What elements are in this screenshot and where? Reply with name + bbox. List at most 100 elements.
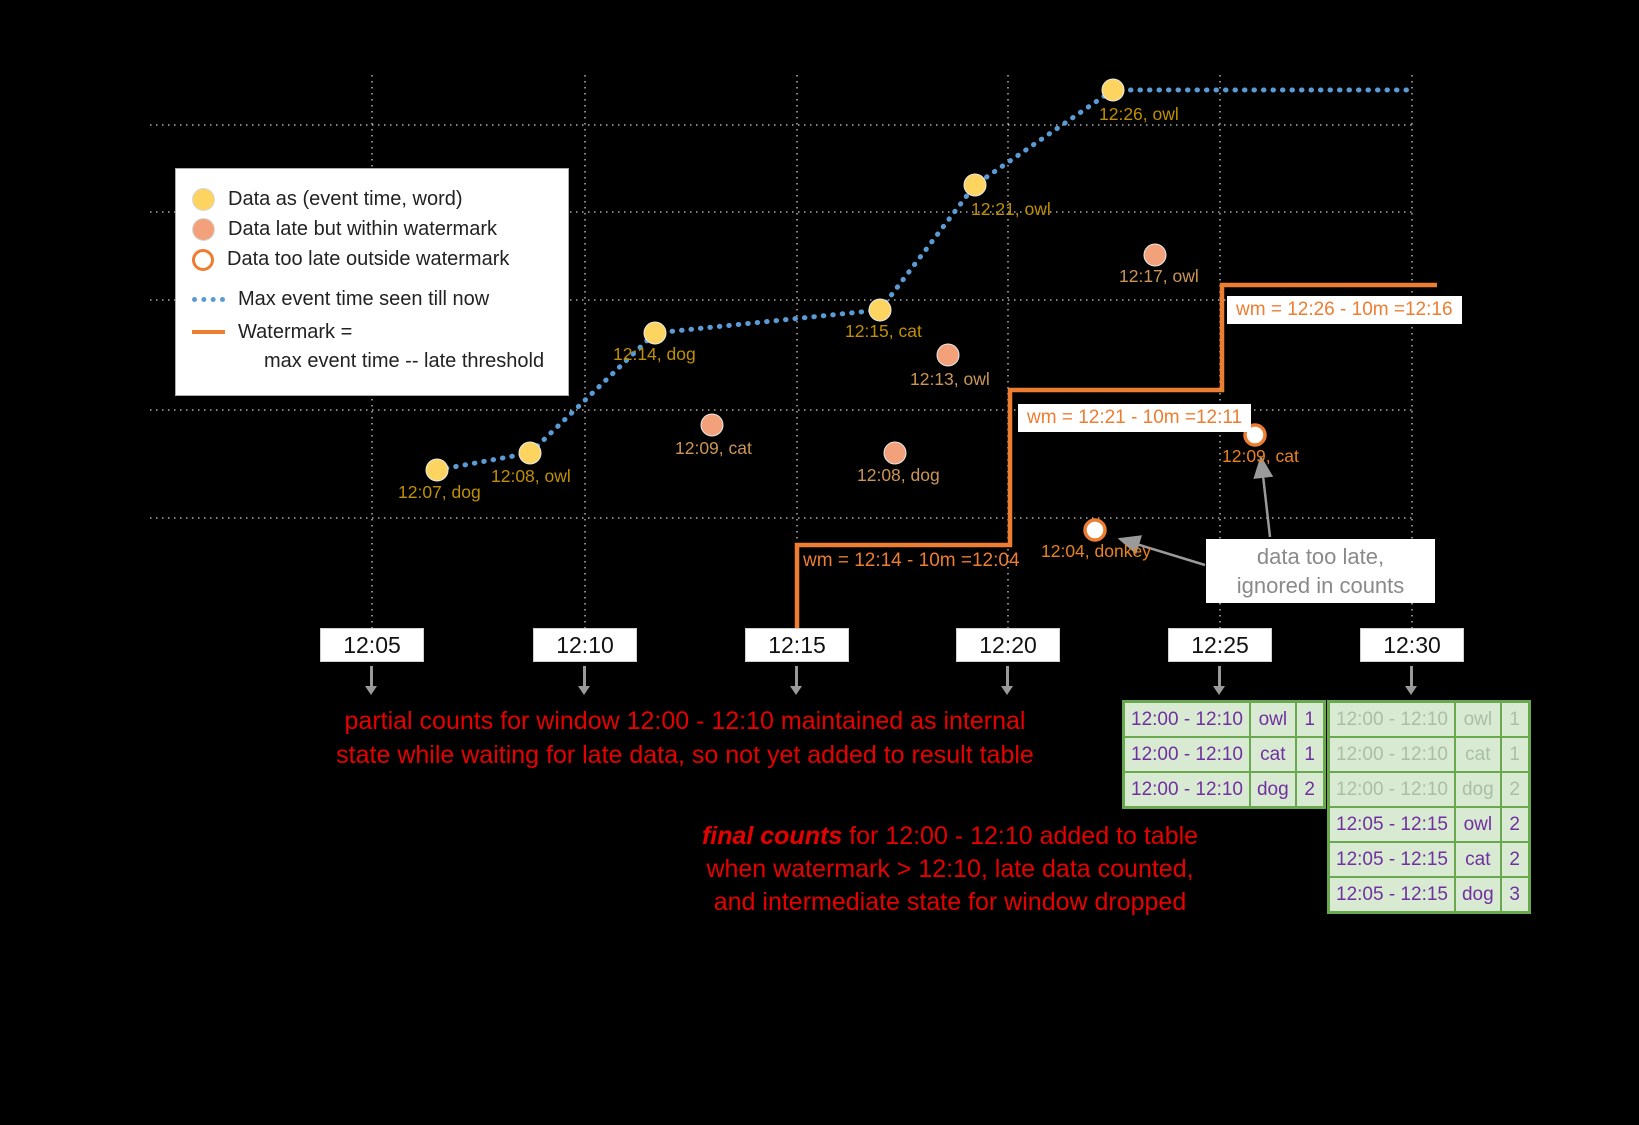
legend: Data as (event time, word) Data late but… (175, 168, 569, 396)
word-cell: cat (1453, 736, 1502, 773)
legend-label: Data late but within watermark (228, 218, 498, 240)
annotation-line: partial counts for window 12:00 - 12:10 … (344, 707, 1026, 735)
down-arrow-icon (578, 666, 590, 695)
too-late-point (1083, 518, 1107, 542)
point-label: 12:08, dog (857, 465, 940, 485)
point-label: 12:04, donkey (1041, 541, 1151, 561)
orange-line-icon (192, 330, 225, 334)
watermark-label-line2: max event time -- late threshold (264, 350, 545, 372)
word-cell: owl (1248, 700, 1297, 738)
on-time-point (963, 173, 987, 197)
note-arrow-to-donkey (1117, 535, 1206, 567)
down-arrow-icon (365, 666, 377, 695)
down-arrow-icon (1405, 666, 1417, 695)
time-label-12-10: 12:10 (533, 628, 637, 662)
count-cell: 1 (1499, 700, 1531, 738)
point-label: 12:14, dog (613, 344, 696, 364)
point-label: 12:17, owl (1119, 266, 1199, 286)
window-cell: 12:05 - 12:15 (1327, 876, 1456, 914)
watermark-label-line1: Watermark = (238, 321, 353, 343)
word-cell: dog (1453, 876, 1502, 914)
down-arrow-icon (1213, 666, 1225, 695)
final-counts-emphasis: final counts (701, 822, 843, 850)
word-cell: owl (1453, 806, 1502, 843)
table-row-faded: 12:00 - 12:10 cat 1 (1327, 736, 1531, 773)
note-line: ignored in counts (1236, 573, 1405, 598)
late-point (1143, 243, 1167, 267)
time-label-12-05: 12:05 (320, 628, 424, 662)
legend-item-max-event-time: Max event time seen till now (192, 288, 552, 311)
table-row: 12:05 - 12:15 cat 2 (1327, 841, 1531, 878)
count-cell: 1 (1294, 736, 1326, 773)
late-point (883, 441, 907, 465)
note-line: data too late, (1256, 544, 1385, 569)
annotation-line: final counts for 12:00 - 12:10 added to … (690, 820, 1210, 853)
count-cell: 3 (1499, 876, 1531, 914)
watermark-value-label: wm = 12:14 - 10m =12:04 (803, 550, 1020, 571)
point-label: 12:21, owl (971, 199, 1051, 219)
annotation-line: and intermediate state for window droppe… (713, 888, 1187, 916)
on-time-point (1101, 78, 1125, 102)
late-point (700, 413, 724, 437)
legend-label: Data as (event time, word) (228, 188, 463, 210)
word-cell: dog (1453, 771, 1502, 808)
legend-label: Watermark = max event time -- late thres… (238, 318, 544, 376)
max-event-time-line (434, 87, 1418, 473)
point-label: 12:09, cat (1222, 446, 1299, 466)
late-point (936, 343, 960, 367)
annotation-line: when watermark > 12:10, late data counte… (706, 855, 1194, 883)
point-label: 12:13, owl (910, 369, 990, 389)
count-cell: 2 (1294, 771, 1326, 809)
word-cell: owl (1453, 700, 1502, 738)
count-cell: 2 (1499, 841, 1531, 878)
watermark-value-label: wm = 12:26 - 10m =12:16 (1227, 296, 1462, 324)
late-point-icon (192, 218, 215, 241)
too-late-point-icon (192, 248, 214, 271)
count-cell: 1 (1499, 736, 1531, 773)
count-cell: 1 (1294, 700, 1326, 738)
table-row: 12:05 - 12:15 dog 3 (1327, 876, 1531, 914)
point-label: 12:08, owl (491, 466, 571, 486)
down-arrow-icon (1001, 666, 1013, 695)
word-cell: cat (1453, 841, 1502, 878)
legend-label: Max event time seen till now (238, 288, 490, 310)
word-cell: dog (1248, 771, 1297, 809)
point-label: 12:09, cat (675, 438, 752, 458)
annotation-text: for 12:00 - 12:10 added to table (842, 822, 1199, 850)
time-label-12-20: 12:20 (956, 628, 1060, 662)
result-table-12-25: 12:00 - 12:10 owl 1 12:00 - 12:10 cat 1 … (1122, 700, 1326, 809)
word-cell: cat (1248, 736, 1297, 773)
window-cell: 12:00 - 12:10 (1122, 771, 1251, 809)
window-cell: 12:05 - 12:15 (1327, 806, 1456, 843)
final-counts-annotation: final counts for 12:00 - 12:10 added to … (690, 820, 1210, 919)
watermark-value-label: wm = 12:21 - 10m =12:11 (1018, 404, 1252, 432)
point-label: 12:26, owl (1099, 104, 1179, 124)
window-cell: 12:00 - 12:10 (1327, 700, 1456, 738)
table-row: 12:05 - 12:15 owl 2 (1327, 806, 1531, 843)
down-arrow-icon (790, 666, 802, 695)
legend-item-on-time: Data as (event time, word) (192, 188, 552, 211)
legend-label: Data too late outside watermark (227, 248, 510, 270)
window-cell: 12:00 - 12:10 (1327, 736, 1456, 773)
count-cell: 2 (1499, 806, 1531, 843)
legend-item-watermark: Watermark = max event time -- late thres… (192, 318, 552, 376)
window-cell: 12:00 - 12:10 (1122, 736, 1251, 773)
legend-item-too-late: Data too late outside watermark (192, 248, 552, 271)
time-label-12-25: 12:25 (1168, 628, 1272, 662)
count-cell: 2 (1499, 771, 1531, 808)
time-label-12-15: 12:15 (745, 628, 849, 662)
window-cell: 12:00 - 12:10 (1122, 700, 1251, 738)
result-table-12-30: 12:00 - 12:10 owl 1 12:00 - 12:10 cat 1 … (1327, 700, 1531, 914)
table-row-faded: 12:00 - 12:10 owl 1 (1327, 700, 1531, 738)
table-row: 12:00 - 12:10 owl 1 (1122, 700, 1326, 738)
legend-item-late: Data late but within watermark (192, 218, 552, 241)
on-time-point (643, 321, 667, 345)
on-time-point (425, 458, 449, 482)
table-row: 12:00 - 12:10 dog 2 (1122, 771, 1326, 809)
table-row: 12:00 - 12:10 cat 1 (1122, 736, 1326, 773)
watermark-line (794, 282, 1437, 634)
note-arrow-to-cat (1253, 455, 1274, 538)
too-late-note: data too late, ignored in counts (1206, 539, 1435, 603)
